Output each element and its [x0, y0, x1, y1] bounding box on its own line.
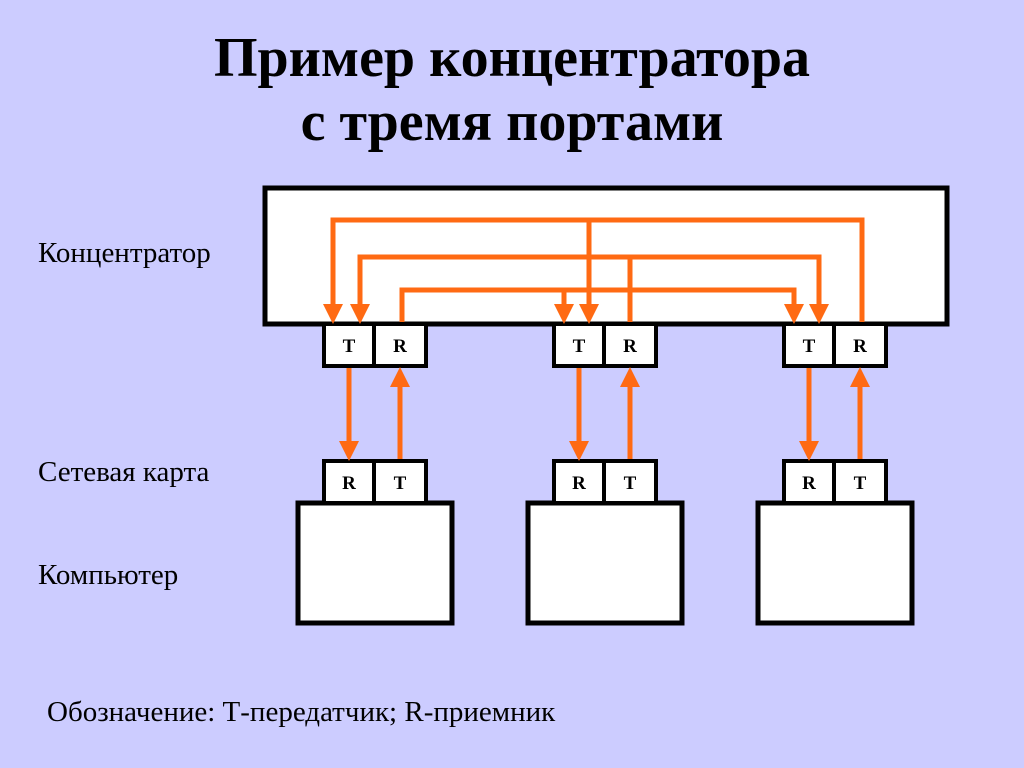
- nic-port-3: R T: [782, 459, 888, 505]
- route-from-port1-to-port3: [564, 287, 804, 324]
- hub-port-3-t: T: [803, 336, 816, 357]
- page-title: Пример концентратора с тремя портами: [0, 26, 1024, 154]
- nic-port-1: R T: [322, 459, 428, 505]
- title-line-1: Пример концентратора: [213, 27, 811, 89]
- nic-port-2-t: T: [624, 473, 637, 494]
- hub-port-1-r: R: [393, 336, 407, 357]
- computer-box-3: [755, 500, 915, 626]
- hub-port-3-r: R: [853, 336, 867, 357]
- nic-label: Сетевая карта: [38, 456, 210, 488]
- hub-port-3: T R: [782, 322, 888, 368]
- route-from-port1-to-port2: [399, 287, 574, 324]
- hub-port-1: T R: [322, 322, 428, 368]
- computer-box-1: [295, 500, 455, 626]
- route-from-port3-to-port1: [323, 217, 865, 324]
- nic-port-1-t: T: [394, 473, 407, 494]
- computer-label: Компьютер: [38, 559, 179, 591]
- hub-port-2: T R: [552, 322, 658, 368]
- title-line-2: с тремя портами: [300, 91, 724, 153]
- nic-port-3-t: T: [854, 473, 867, 494]
- nic-port-2-r: R: [572, 473, 586, 494]
- hub-port-2-r: R: [623, 336, 637, 357]
- nic-port-2: R T: [552, 459, 658, 505]
- hub-label: Концентратор: [38, 237, 211, 269]
- hub-port-1-t: T: [343, 336, 356, 357]
- legend: Обозначение: Т-передатчик; R-приемник: [47, 696, 556, 728]
- route-from-port2-to-port3: [630, 254, 829, 324]
- nic-port-3-r: R: [802, 473, 816, 494]
- computer-box-2: [525, 500, 685, 626]
- hub-port-2-t: T: [573, 336, 586, 357]
- nic-port-1-r: R: [342, 473, 356, 494]
